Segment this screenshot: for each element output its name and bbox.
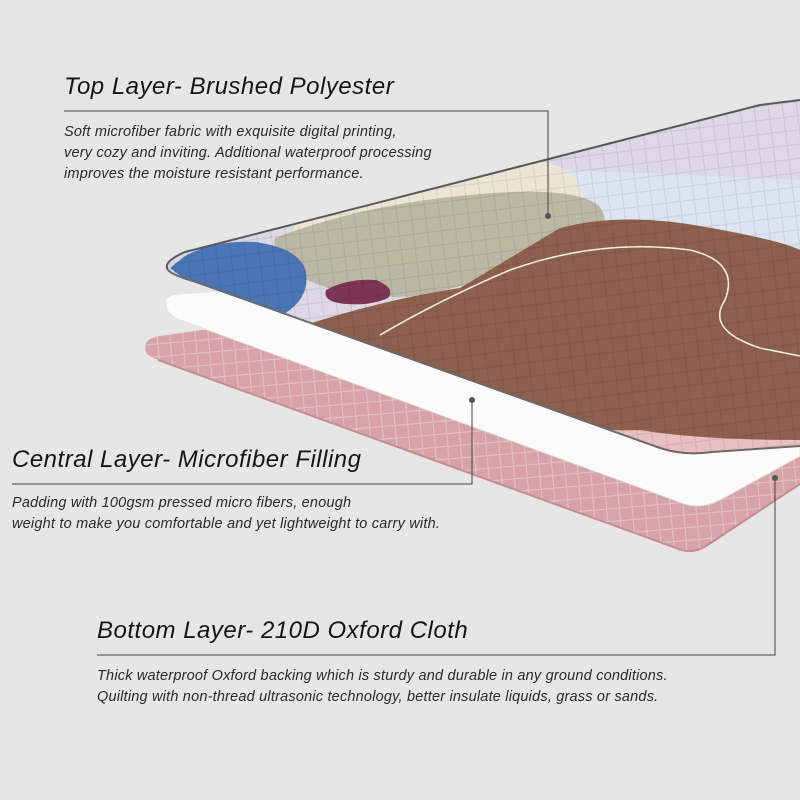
top-layer-title: Top Layer- Brushed Polyester <box>64 73 395 100</box>
central-layer-description: Padding with 100gsm pressed micro fibers… <box>12 493 440 535</box>
central-desc-line: Padding with 100gsm pressed micro fibers… <box>12 495 352 511</box>
bottom-layer-description: Thick waterproof Oxford backing which is… <box>97 666 668 708</box>
leader-central <box>12 397 475 485</box>
central-desc-line: weight to make you comfortable and yet l… <box>12 516 441 532</box>
central-layer-title: Central Layer- Microfiber Filling <box>12 446 362 473</box>
leader-top <box>64 110 551 219</box>
central-layer <box>164 288 800 507</box>
top-desc-line: very cozy and inviting. Additional water… <box>64 145 432 161</box>
top-layer-description: Soft microfiber fabric with exquisite di… <box>64 122 432 185</box>
bottom-desc-line: Quilting with non-thread ultrasonic tech… <box>97 689 659 705</box>
bottom-desc-line: Thick waterproof Oxford backing which is… <box>97 668 668 684</box>
top-desc-line: improves the moisture resistant performa… <box>64 166 364 182</box>
bottom-layer-title: Bottom Layer- 210D Oxford Cloth <box>97 617 469 644</box>
top-desc-line: Soft microfiber fabric with exquisite di… <box>64 124 397 140</box>
leader-bottom <box>97 475 778 656</box>
